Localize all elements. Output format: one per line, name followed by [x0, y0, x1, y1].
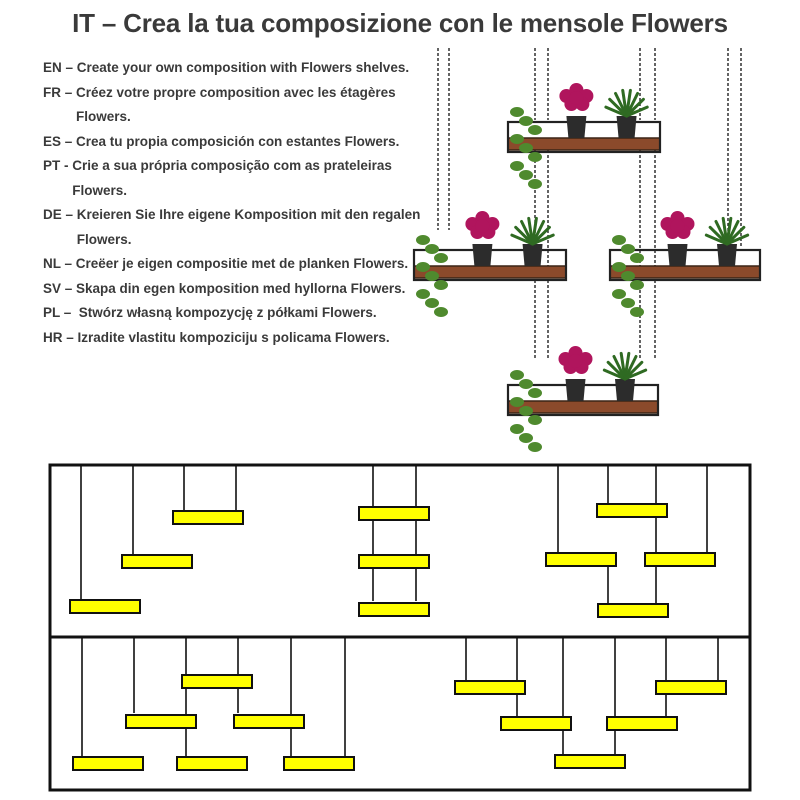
leaf [612, 289, 626, 299]
leaf [510, 161, 524, 171]
leaf [510, 107, 524, 117]
leaf [510, 134, 524, 144]
hanging-shelf [412, 211, 568, 317]
hanging-shelf [608, 211, 762, 317]
diagram-shelf [358, 506, 430, 521]
plant-pot [616, 116, 637, 138]
language-item-es: ES – Crea tu propia composición con esta… [43, 133, 400, 149]
leaf [519, 379, 533, 389]
diagram-shelf [121, 554, 193, 569]
diagram-shelf [233, 714, 305, 729]
hanging-shelf [506, 346, 660, 452]
leaf [621, 271, 635, 281]
plant-pot [522, 244, 543, 266]
plant-pot [615, 379, 635, 401]
language-item-nl: NL – Creëer je eigen compositie met de p… [43, 256, 409, 271]
diagram-shelf [596, 503, 668, 518]
language-item-sv: SV – Skapa din egen komposition med hyll… [43, 280, 406, 296]
diagram-shelf [655, 680, 727, 695]
language-item-pt: PT - Crie a sua própria composição com a… [43, 158, 392, 198]
leaf [630, 280, 644, 290]
leaf [528, 415, 542, 425]
diagram-shelf [125, 714, 197, 729]
flower [569, 91, 584, 105]
leaf [612, 235, 626, 245]
language-list: EN – Create your own composition with Fl… [43, 56, 423, 350]
diagram-shelf [606, 716, 678, 731]
diagram-shelf [72, 756, 144, 771]
diagram-shelf [176, 756, 248, 771]
leaf [528, 152, 542, 162]
language-item-fr: FR – Créez votre propre composition avec… [43, 84, 396, 125]
diagram-shelf [554, 754, 626, 769]
diagram-shelf [500, 716, 572, 731]
flower [568, 354, 583, 368]
diagram-shelf [69, 599, 141, 614]
leaf [425, 298, 439, 308]
diagram-shelf [644, 552, 716, 567]
product-photo [412, 48, 762, 452]
plant-pot [566, 116, 587, 138]
leaf [621, 244, 635, 254]
language-item-de: DE – Kreieren Sie Ihre eigene Kompositio… [43, 207, 421, 247]
leaf [510, 397, 524, 407]
leaf [425, 271, 439, 281]
plant-pot [565, 379, 586, 401]
leaf [519, 406, 533, 416]
leaf [416, 235, 430, 245]
leaf [519, 433, 533, 443]
leaf [630, 253, 644, 263]
leaf [625, 105, 649, 118]
plant-pot [472, 244, 493, 266]
leaf [519, 116, 533, 126]
flower [475, 219, 490, 233]
leaf [528, 442, 542, 452]
leaf [519, 143, 533, 153]
leaf [621, 298, 635, 308]
language-item-pl: PL – Stwórz własną kompozycję z półkami … [43, 305, 377, 320]
language-item-hr: HR – Izradite vlastitu kompoziciju s pol… [43, 329, 390, 345]
diagram-shelf [172, 510, 244, 525]
leaf [434, 253, 448, 263]
diagram-shelf [597, 603, 669, 618]
leaf [630, 307, 644, 317]
leaf [510, 424, 524, 434]
hanging-shelf [506, 83, 662, 189]
page-title: IT – Crea la tua composizione con le men… [72, 8, 728, 38]
flower [670, 219, 685, 233]
leaf [623, 368, 648, 381]
leaf [425, 244, 439, 254]
leaf [528, 388, 542, 398]
leaf [725, 233, 750, 246]
plant-pot [667, 244, 688, 266]
diagram-shelf [181, 674, 253, 689]
leaf [612, 262, 626, 272]
leaf [434, 307, 448, 317]
leaf [416, 289, 430, 299]
diagram-frame-bottom [48, 635, 752, 792]
diagram-shelf [358, 554, 430, 569]
diagram-shelf [358, 602, 430, 617]
plant-pot [717, 244, 737, 266]
leaf [519, 170, 533, 180]
diagram-shelf [545, 552, 617, 567]
leaf [528, 179, 542, 189]
diagram-shelf [283, 756, 355, 771]
leaf [434, 280, 448, 290]
leaf [528, 125, 542, 135]
leaf [510, 370, 524, 380]
leaf [416, 262, 430, 272]
language-item-en: EN – Create your own composition with Fl… [43, 60, 410, 75]
leaf [531, 233, 555, 246]
diagram-shelf [454, 680, 526, 695]
